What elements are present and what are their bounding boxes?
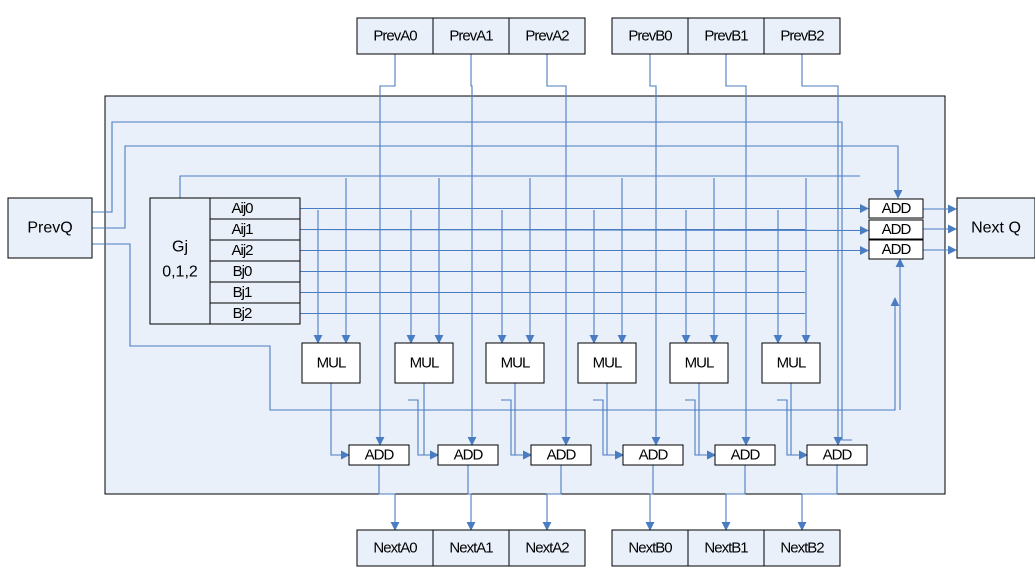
- prev-port-wire-4: [725, 54, 751, 446]
- next-port-wire-5: [797, 465, 838, 531]
- gj-output-aij2: Aij2: [231, 242, 253, 259]
- right-add-block-1: [868, 219, 924, 240]
- next-port-wire-0: [378, 465, 400, 531]
- add-label-3: ADD: [639, 447, 669, 464]
- gj-output-aij1: Aij1: [231, 221, 253, 238]
- wiring: [92, 54, 957, 531]
- next-b2-port: [763, 529, 841, 567]
- next-port-wire-1: [466, 465, 476, 531]
- mul-label-0: MUL: [317, 355, 346, 372]
- prev-port-wire-3: [649, 54, 661, 446]
- mul-blocks: MUL MUL MUL MUL MUL MUL: [301, 342, 821, 384]
- next-a1-label: NextA1: [449, 540, 493, 557]
- prev-a0-label: PrevA0: [373, 28, 417, 45]
- add-block-3: [622, 444, 684, 466]
- mul-block-0: [301, 342, 361, 384]
- add-label-5: ADD: [823, 447, 853, 464]
- mul-label-4: MUL: [685, 355, 714, 372]
- next-a2-label: NextA2: [525, 540, 569, 557]
- gj-subtitle: 0,1,2: [162, 264, 198, 281]
- prev-port-wire-0: [375, 54, 396, 446]
- gj-title: Gj: [172, 239, 188, 256]
- right-add-label-1: ADD: [882, 221, 912, 238]
- right-add-label-2: ADD: [882, 241, 912, 258]
- right-add-blocks: ADD ADD ADD: [868, 198, 924, 260]
- mul-label-5: MUL: [777, 355, 806, 372]
- prev-a-ports: PrevA0 PrevA1 PrevA2: [356, 17, 586, 55]
- add-chain-1: [408, 399, 439, 460]
- next-a0-label: NextA0: [373, 540, 417, 557]
- mul-label-2: MUL: [501, 355, 530, 372]
- next-b0-label: NextB0: [628, 540, 672, 557]
- mul-out-0: [330, 383, 350, 460]
- next-a-ports: NextA0 NextA1 NextA2: [356, 529, 586, 567]
- add-blocks: ADD ADD ADD ADD ADD ADD: [348, 444, 868, 466]
- mul-block-1: [394, 342, 454, 384]
- next-a1-port: [432, 529, 510, 567]
- mul-block-4: [669, 342, 729, 384]
- add-block-2: [530, 444, 592, 466]
- next-q-port: [956, 197, 1035, 259]
- add-chain-2: [501, 399, 532, 460]
- gj-output-bj1: Bj1: [233, 284, 252, 301]
- add-chain-3: [593, 399, 624, 460]
- prev-port-wire-5: [801, 54, 843, 446]
- add-block-0: [348, 444, 410, 466]
- gj-output-aij0: Aij0: [231, 200, 253, 217]
- next-port-wire-2: [542, 465, 562, 531]
- right-add-block-2: [868, 239, 924, 260]
- aij1-to-add: [299, 225, 869, 235]
- prev-b-ports: PrevB0 PrevB1 PrevB2: [611, 17, 841, 55]
- prevq-bus-2: [92, 243, 900, 411]
- gj-output-bj0: Bj0: [233, 263, 252, 280]
- mul-block-3: [577, 342, 637, 384]
- prev-b0-port: [611, 17, 689, 55]
- next-b1-label: NextB1: [704, 540, 748, 557]
- next-a0-port: [356, 529, 434, 567]
- next-port-wire-3: [645, 465, 655, 531]
- mul-block-2: [485, 342, 545, 384]
- mul-block-5: [761, 342, 821, 384]
- add-chain-5: [777, 399, 808, 460]
- mul-label-3: MUL: [593, 355, 622, 372]
- right-add-label-0: ADD: [882, 200, 912, 217]
- right-add-block-0: [868, 198, 924, 219]
- next-a2-port: [508, 529, 586, 567]
- add-label-2: ADD: [547, 447, 577, 464]
- next-b2-label: NextB2: [780, 540, 824, 557]
- next-port-wire-4: [721, 465, 746, 531]
- prevq-bus-0: [92, 121, 852, 441]
- prev-b0-label: PrevB0: [628, 28, 672, 45]
- add-label-0: ADD: [365, 447, 395, 464]
- prev-port-wire-2: [546, 54, 571, 446]
- prev-a0-port: [356, 17, 434, 55]
- next-b0-port: [611, 529, 689, 567]
- prev-q-port: [7, 197, 93, 259]
- add-chain-4: [685, 399, 716, 460]
- prev-b2-label: PrevB2: [780, 28, 824, 45]
- prev-port-wire-1: [467, 54, 477, 446]
- add-block-4: [714, 444, 776, 466]
- prev-a2-port: [508, 17, 586, 55]
- gj-output-bj2: Bj2: [233, 305, 252, 322]
- prev-b2-port: [763, 17, 841, 55]
- prev-b1-port: [687, 17, 765, 55]
- add-label-4: ADD: [731, 447, 761, 464]
- gj-top-bus: [179, 175, 860, 198]
- mul-label-1: MUL: [410, 355, 439, 372]
- next-b-ports: NextB0 NextB1 NextB2: [611, 529, 841, 567]
- add-block-1: [437, 444, 499, 466]
- add-label-1: ADD: [454, 447, 484, 464]
- prev-b1-label: PrevB1: [704, 28, 748, 45]
- add-block-5: [806, 444, 868, 466]
- prev-q-label: PrevQ: [27, 220, 72, 237]
- prevq-bus-1: [92, 145, 903, 229]
- next-q-label: Next Q: [971, 220, 1021, 237]
- prev-a2-label: PrevA2: [525, 28, 569, 45]
- prev-a1-label: PrevA1: [449, 28, 493, 45]
